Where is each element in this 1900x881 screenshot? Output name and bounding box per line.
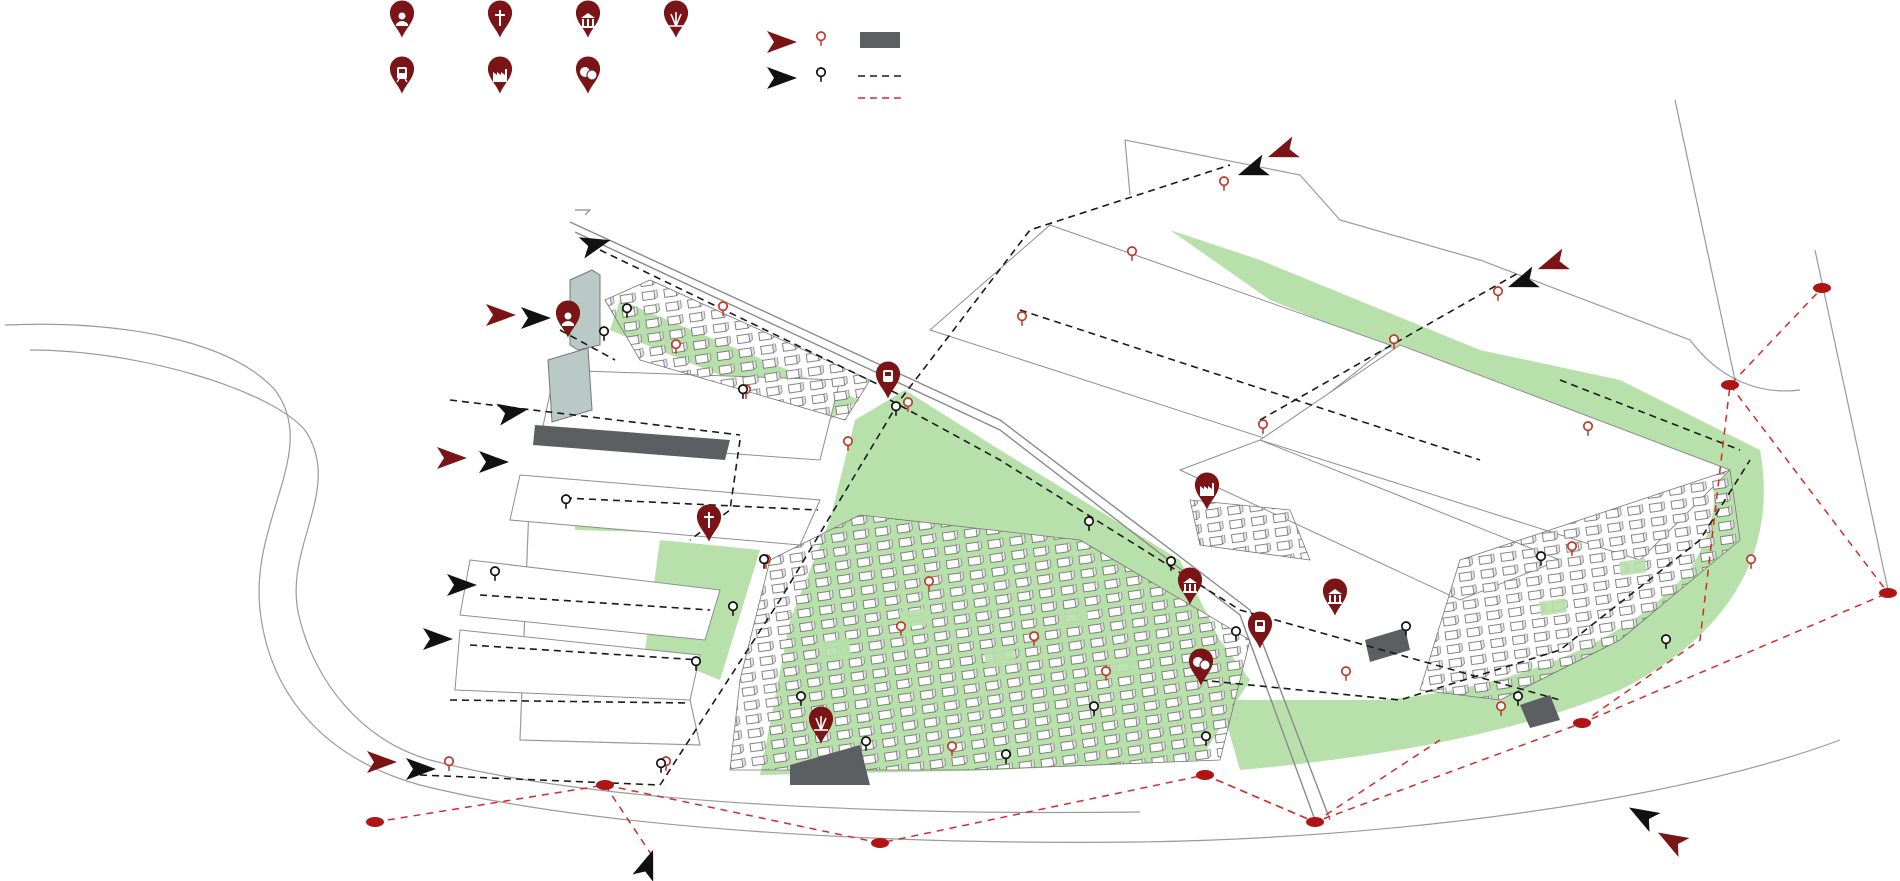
river-inner-edge <box>29 349 1141 814</box>
dark-building-slab <box>533 425 730 460</box>
black-entry-arrow <box>632 846 664 881</box>
parcels <box>454 224 1731 701</box>
black-dashed-routes <box>419 164 1751 786</box>
railway-station-icon <box>389 56 415 94</box>
building-fields <box>604 279 1741 771</box>
red-entry-arrow-icon <box>767 31 797 53</box>
black-entry-arrow <box>496 398 530 426</box>
church-icon <box>696 504 722 542</box>
red-entry-arrow <box>1652 822 1690 858</box>
black-entry-arrow-icon <box>767 67 797 89</box>
theatre-icon <box>1188 648 1214 686</box>
factory-icon <box>487 56 513 94</box>
buildings-north-cluster <box>604 279 871 421</box>
poi-markers <box>555 300 1348 744</box>
black-entry-arrow <box>1623 797 1661 833</box>
monument-icon <box>663 0 689 38</box>
monument-icon <box>808 706 834 744</box>
museum-icon <box>1322 578 1348 616</box>
red-entry-arrow <box>1534 248 1570 280</box>
black-stop-icon <box>815 67 827 82</box>
black-entry-arrow <box>1234 154 1270 186</box>
red-nodes <box>366 283 1897 848</box>
far-east-boundary <box>1814 249 1889 591</box>
dark-building-southeast <box>1520 695 1560 728</box>
highlighted-blocks <box>533 269 1560 785</box>
black-entry-arrow <box>521 307 551 329</box>
northeast-boundary <box>1124 139 1801 392</box>
school-icon <box>389 0 415 38</box>
railway-station-icon <box>875 361 901 399</box>
rail-corridor <box>569 209 1331 821</box>
dark-building-swatch <box>860 32 900 48</box>
railway-station-icon <box>1247 611 1273 649</box>
black-entry-arrow <box>423 628 453 650</box>
east-boundary <box>1674 99 1736 381</box>
tall-tower <box>569 269 601 351</box>
river-outer-edge <box>4 323 1841 843</box>
legend <box>389 0 902 99</box>
red-entry-arrow <box>367 751 397 773</box>
north-gap-line <box>1124 139 1131 196</box>
legend-poi-icons <box>389 0 689 94</box>
dark-building-east <box>1365 628 1410 662</box>
slab-building <box>547 347 593 423</box>
buildings-east-district <box>1419 469 1741 701</box>
legend-symbols <box>767 31 902 99</box>
museum-icon <box>575 0 601 38</box>
red-entry-arrow <box>486 304 516 326</box>
factory-icon <box>1194 472 1220 510</box>
theatre-icon <box>575 56 601 94</box>
church-icon <box>487 0 513 38</box>
black-entry-arrow <box>406 758 436 780</box>
black-entry-arrow <box>479 451 509 473</box>
dark-building-south <box>790 745 870 785</box>
red-stop-icon <box>815 31 827 46</box>
buildings-central-district <box>729 514 1251 771</box>
school-icon <box>555 300 581 338</box>
red-entry-arrow <box>437 447 467 469</box>
museum-icon <box>1177 567 1203 605</box>
buildings-industrial <box>1189 499 1311 561</box>
red-entry-arrow <box>1264 136 1300 168</box>
